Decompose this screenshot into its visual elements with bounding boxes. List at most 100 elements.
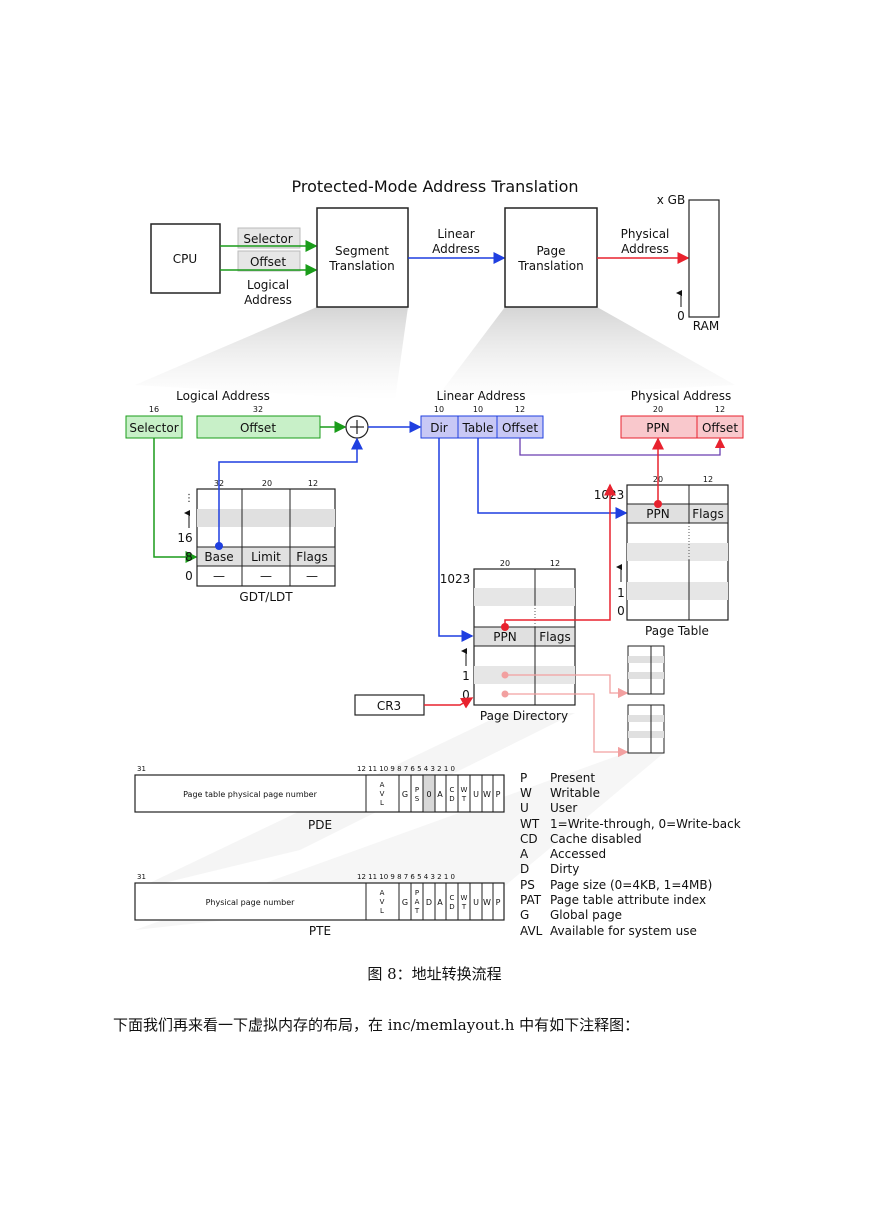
pde-bits-31: 31 (137, 765, 146, 773)
segment-zoom-shade (135, 307, 408, 400)
legend-desc: Present (550, 771, 595, 785)
top-linear-line1: Linear (437, 227, 474, 241)
gdt-flags-label: Flags (296, 550, 327, 564)
pde-wt-w: W (461, 786, 468, 794)
pde-label: PDE (308, 818, 332, 832)
pte-bits-31: 31 (137, 873, 146, 881)
gdt-bits-12: 12 (308, 479, 318, 488)
segment-line2: Translation (328, 259, 394, 273)
pte-pat-a: A (415, 898, 420, 906)
legend-desc: Available for system use (550, 924, 697, 938)
mini-pt2-stripe-a (628, 715, 664, 722)
gdt-table (196, 488, 336, 587)
legend-desc: User (550, 801, 577, 815)
gdt-empty-2: — (260, 569, 272, 583)
pt-stripe-1 (627, 543, 728, 561)
gdt-label: GDT/LDT (239, 590, 293, 604)
top-selector-label: Selector (243, 232, 292, 246)
pde-register (134, 774, 505, 813)
mini-pt1-stripe-a (628, 656, 664, 663)
legend-desc: Dirty (550, 862, 579, 876)
logical-selector-label: Selector (129, 421, 178, 435)
pde-g: G (402, 790, 408, 799)
legend-desc: Accessed (550, 847, 606, 861)
pde-avl-l: L (380, 799, 384, 807)
gdt-idx-16: 16 (177, 531, 192, 545)
pde-avl-v: V (380, 790, 385, 798)
pt-flags-label: Flags (692, 507, 723, 521)
gdt-stripe (197, 509, 335, 527)
pte-avl-a: A (380, 889, 385, 897)
pde-wt-t: T (461, 795, 467, 803)
legend-key: D (520, 862, 529, 876)
legend-desc: Page table attribute index (550, 893, 706, 907)
gdt-idx-0: 0 (185, 569, 193, 583)
ram-size-label: x GB (657, 193, 685, 207)
pde-zero: 0 (426, 790, 431, 799)
pt-top-index: 1023 (594, 488, 625, 502)
page-line2: Translation (517, 259, 583, 273)
offset-to-physical-arrow (519, 437, 726, 456)
pd-label: Page Directory (480, 709, 568, 723)
logical-offset-label: Offset (240, 421, 276, 435)
ram-zero-label: 0 (677, 309, 685, 323)
pde-ps-p: P (415, 786, 419, 794)
pde-cd-c: C (450, 786, 455, 794)
pd-row-ppn (473, 626, 576, 647)
top-logical-line1: Logical (247, 278, 289, 292)
top-logical-line2: Address (244, 293, 292, 307)
legend-desc: Cache disabled (550, 832, 642, 846)
linear-dir-bits: 10 (434, 405, 444, 414)
mini-pt2-stripe-b (628, 731, 664, 738)
linear-address-field (420, 415, 544, 439)
cpu-label: CPU (173, 252, 197, 266)
ram-box (688, 199, 720, 318)
legend-key: PAT (520, 893, 542, 907)
pde-p: P (496, 790, 501, 799)
pte-p: P (496, 898, 501, 907)
gdt-idx-8: 8 (185, 550, 193, 564)
pte-avl-l: L (380, 907, 384, 915)
legend-key: G (520, 908, 529, 922)
legend-desc: 1=Write-through, 0=Write-back (550, 817, 741, 831)
pte-g: G (402, 898, 408, 907)
pte-wt-w: W (461, 894, 468, 902)
legend-key: W (520, 786, 532, 800)
physical-address-field (620, 415, 744, 439)
physical-title: Physical Address (631, 389, 731, 403)
legend-desc: Page size (0=4KB, 1=4MB) (550, 878, 712, 892)
pd-ppn-to-pagetable-arrow (504, 483, 616, 627)
pd-bits-20: 20 (500, 559, 510, 568)
pte-bits-right: 12 11 10 9 8 7 6 5 4 3 2 1 0 (357, 873, 455, 881)
pte-wt-t: T (461, 903, 467, 911)
pde-u: U (473, 790, 479, 799)
logical-title: Logical Address (176, 389, 270, 403)
pte-cd-c: C (450, 894, 455, 902)
page-line1: Page (536, 244, 565, 258)
legend-key: AVL (520, 924, 543, 938)
logical-offset-bits: 32 (253, 405, 263, 414)
gdt-bits-20: 20 (262, 479, 272, 488)
mini-pt1-stripe-b (628, 672, 664, 679)
legend-desc: Global page (550, 908, 622, 922)
figure-title: Protected-Mode Address Translation (291, 177, 578, 196)
pte-cd-d: D (449, 903, 454, 911)
pte-d: D (426, 898, 432, 907)
linear-table-label: Table (461, 421, 493, 435)
pde-a: A (437, 790, 443, 799)
top-offset-label: Offset (250, 255, 286, 269)
pt-row-ppn (626, 503, 729, 524)
pte-field-label: Physical page number (206, 898, 296, 907)
legend-key: PS (520, 878, 535, 892)
top-linear-line2: Address (432, 242, 480, 256)
pte-w: W (483, 898, 491, 907)
pde-avl-a: A (380, 781, 385, 789)
pd-top-index: 1023 (440, 572, 471, 586)
pte-a: A (437, 898, 443, 907)
physical-ppn-bits: 20 (653, 405, 663, 414)
body-paragraph: 下面我们再来看一下虚拟内存的布局，在 inc/memlayout.h 中有如下注… (113, 1016, 640, 1034)
mini-pagetable-1 (627, 645, 665, 695)
legend-key: P (520, 771, 527, 785)
pte-avl-v: V (380, 898, 385, 906)
pde-field-label: Page table physical page number (183, 790, 318, 799)
